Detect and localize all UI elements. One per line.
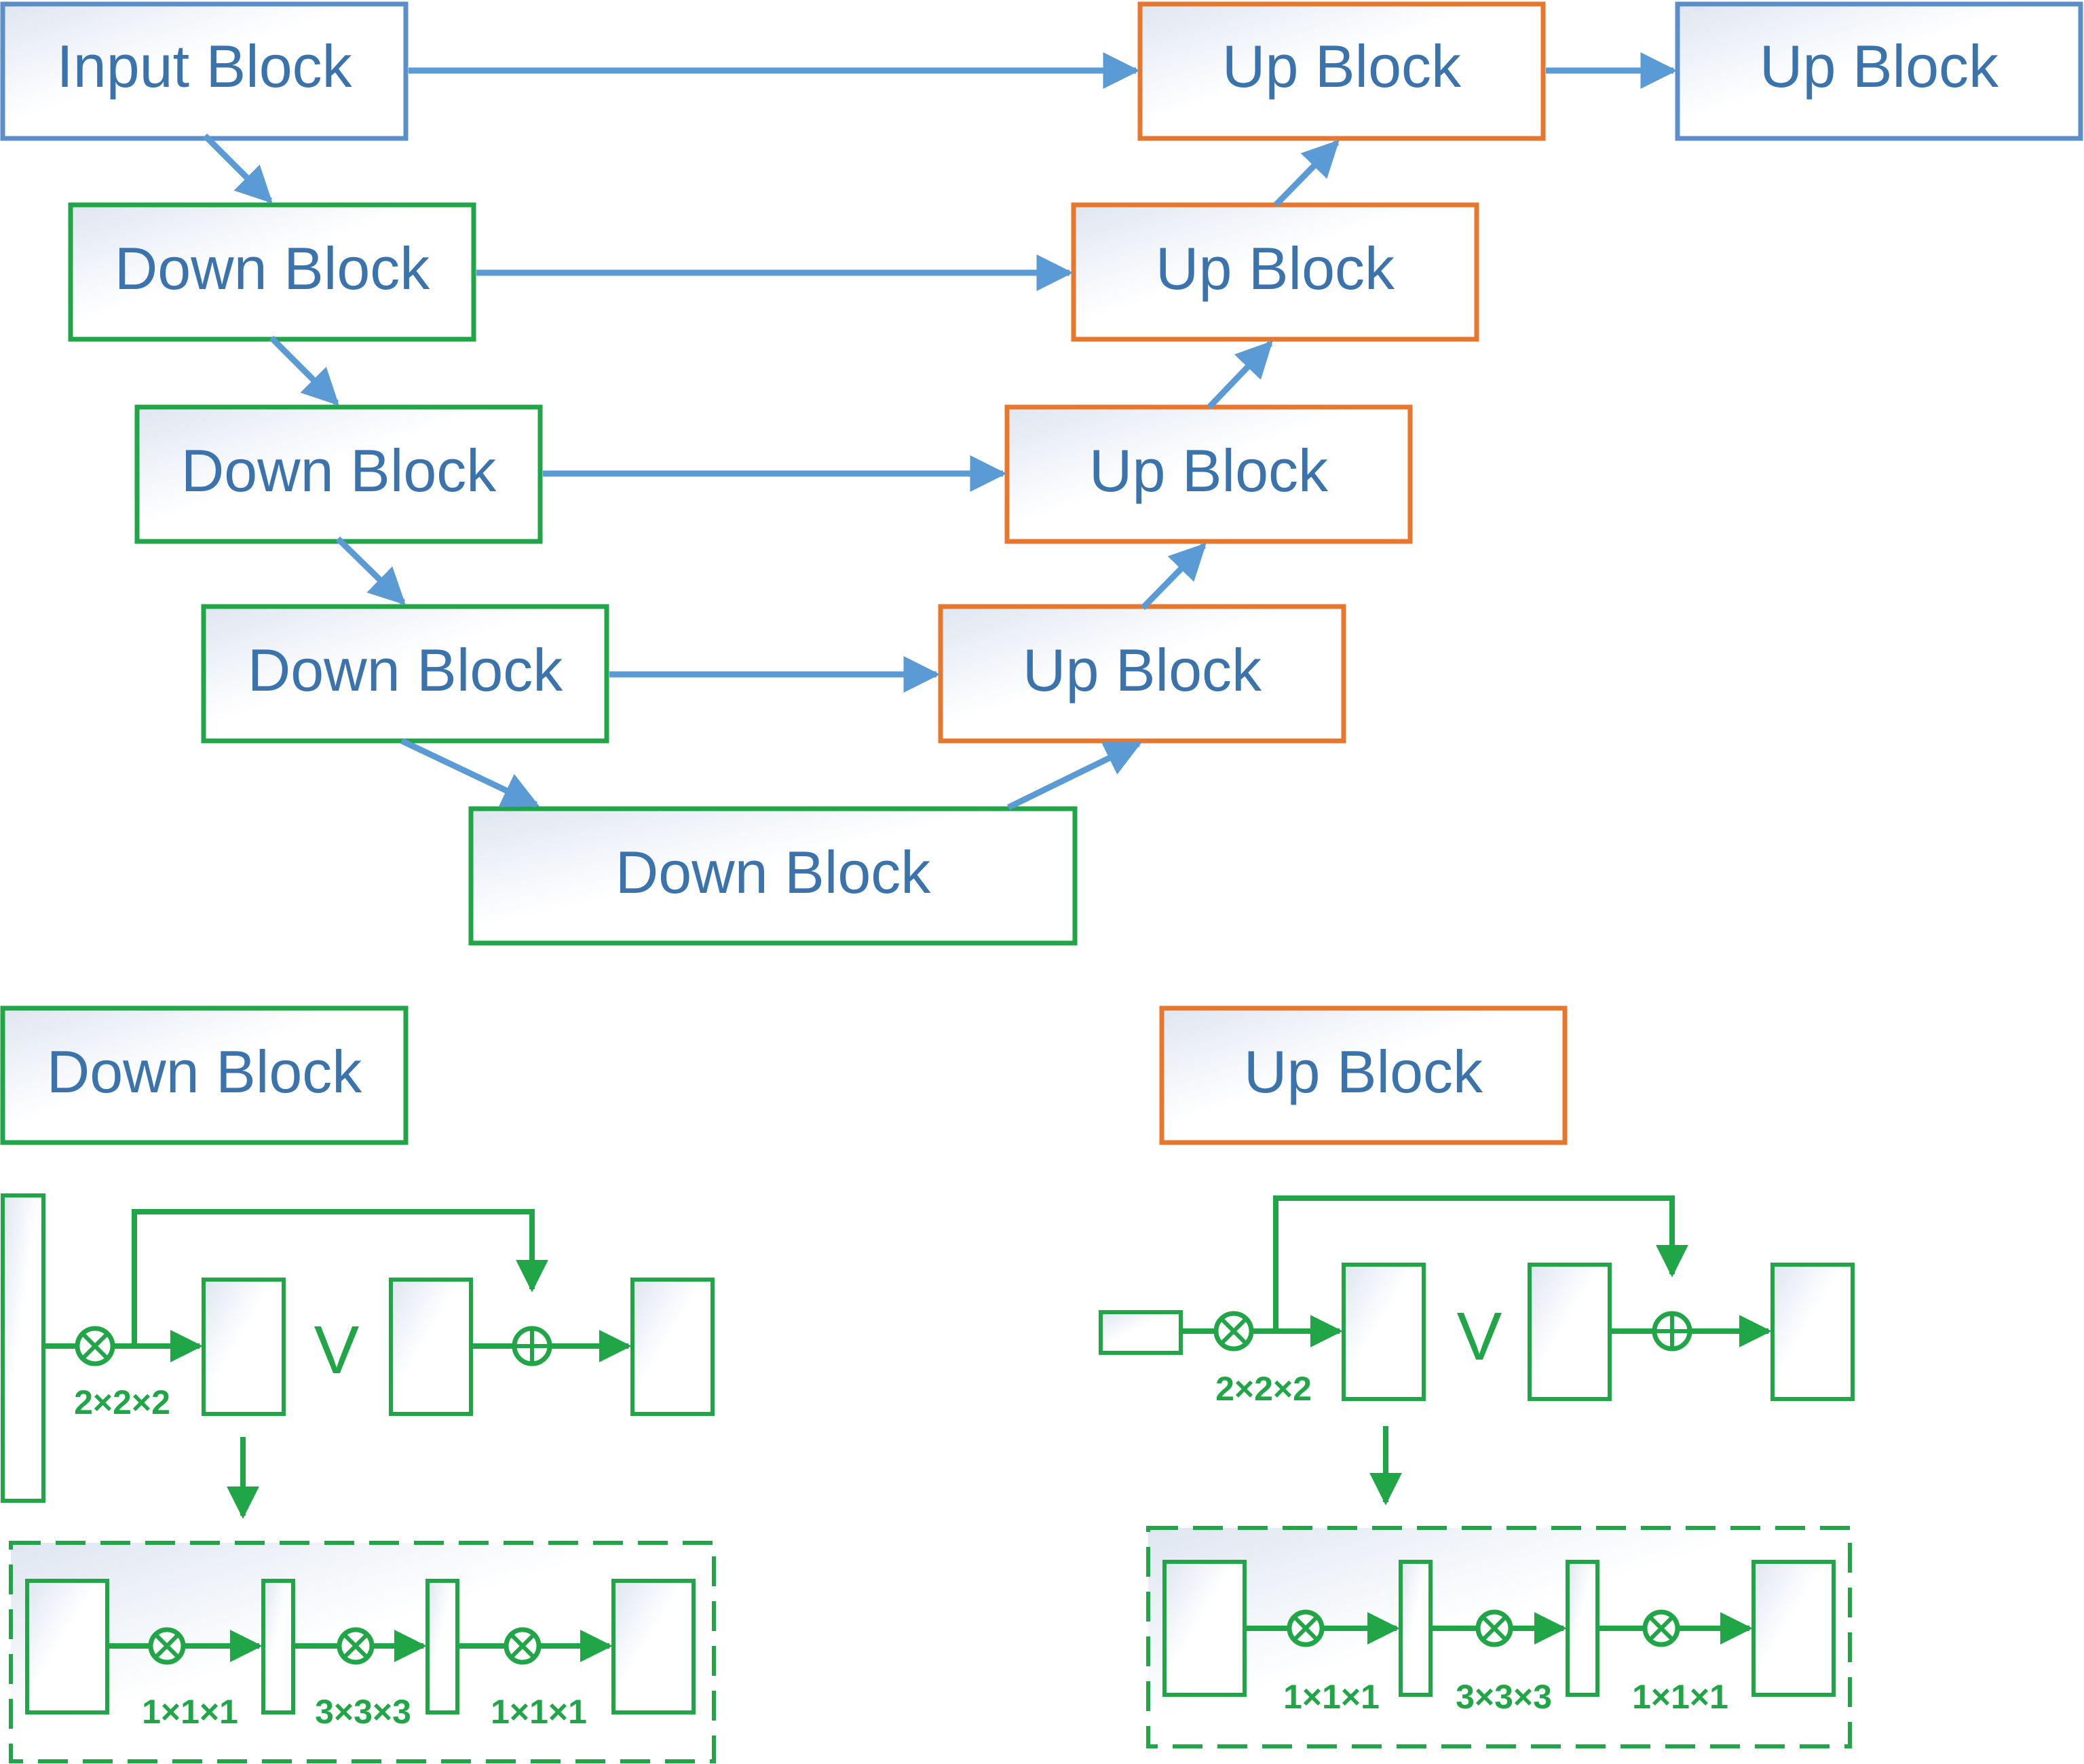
up-bn-feature-3: [1566, 1560, 1599, 1697]
down-residual-line: [132, 1209, 548, 1346]
up-v-symbol: V: [1457, 1299, 1502, 1375]
input-block-label: Input Block: [56, 33, 352, 100]
down-bn-label-2: 3×3×3: [315, 1693, 411, 1731]
down-bn-feature-2: [261, 1579, 295, 1714]
up-bn-multiply-cross-3: [1648, 1615, 1675, 1642]
down-bn-feature-1: [25, 1579, 109, 1714]
up-bn-label-2: 3×3×3: [1456, 1678, 1552, 1716]
down-detail-title-box: [0, 1005, 409, 1145]
down-input-feature: [1, 1193, 45, 1503]
up-bn-feature-1: [1162, 1560, 1247, 1697]
up-detail-title-box: [1159, 1005, 1568, 1145]
down-detail-title: Down Block: [47, 1038, 363, 1105]
output-block-label: Up Block: [1760, 33, 1999, 100]
up-multiply-cross: [1219, 1317, 1248, 1345]
up-feature-a: [1342, 1263, 1426, 1401]
down-arrow-4: [400, 737, 539, 808]
output-block-box: [1675, 1, 2083, 141]
up-block-2-box: [1071, 202, 1479, 342]
down-bn-multiply-cross-3: [509, 1632, 536, 1660]
up-bn-label-1: 1×1×1: [1283, 1678, 1380, 1716]
down-block-2-label: Down Block: [181, 437, 497, 504]
up-block-1-box: [1137, 1, 1546, 141]
up-block-2-label: Up Block: [1156, 235, 1395, 302]
up-conv-label: 2×2×2: [1215, 1370, 1312, 1408]
up-detail-title: Up Block: [1244, 1038, 1483, 1105]
up-bn-feature-4: [1751, 1560, 1836, 1697]
down-block-3-box: [201, 604, 609, 744]
down-v-symbol: V: [314, 1312, 360, 1388]
down-arrow-3: [335, 536, 406, 605]
up-bn-multiply-cross-2: [1481, 1615, 1508, 1642]
up-block-1-label: Up Block: [1222, 33, 1462, 100]
down-feature-a: [202, 1278, 286, 1416]
down-multiply-cross: [81, 1332, 109, 1360]
up-bn-multiply-cross-1: [1292, 1615, 1319, 1642]
up-arrow-1: [1273, 140, 1340, 208]
down-arrow-1: [202, 133, 273, 204]
down-bn-feature-3: [425, 1579, 459, 1714]
up-arrow-2: [1207, 341, 1273, 410]
down-bn-multiply-cross-2: [342, 1632, 369, 1660]
up-bn-label-3: 1×1×1: [1632, 1678, 1728, 1716]
down-block-4-label: Down Block: [615, 839, 932, 906]
top-blocks: Input Block Down Block Down Block Down B…: [0, 1, 2083, 946]
down-bn-feature-4: [611, 1579, 696, 1714]
down-block-3-label: Down Block: [248, 636, 564, 704]
up-add-cross: [1654, 1314, 1690, 1349]
up-residual-line: [1273, 1195, 1688, 1331]
up-block-3-label: Up Block: [1089, 437, 1329, 504]
up-arrow-4: [1007, 740, 1142, 811]
up-output-feature: [1770, 1263, 1855, 1401]
down-add-cross: [514, 1328, 550, 1364]
down-bn-label-3: 1×1×1: [491, 1693, 587, 1731]
down-block-detail: Down Block V 2×2×2: [0, 1005, 716, 1763]
up-block-3-box: [1004, 404, 1413, 544]
down-block-1-label: Down Block: [115, 235, 431, 302]
up-block-4-label: Up Block: [1023, 636, 1262, 704]
up-bn-feature-2: [1399, 1560, 1433, 1697]
input-block-box: [0, 1, 409, 141]
down-feature-b: [389, 1278, 473, 1416]
up-arrow-3: [1140, 543, 1207, 611]
down-block-1-box: [68, 202, 476, 342]
down-bn-multiply-cross-1: [153, 1632, 181, 1660]
down-arrow-2: [269, 335, 339, 406]
down-output-feature: [630, 1278, 715, 1416]
up-input-feature: [1099, 1310, 1183, 1355]
up-block-detail: Up Block V 2×2×2: [1099, 1005, 1855, 1748]
up-feature-b: [1528, 1263, 1612, 1401]
top-arrows: [202, 52, 1678, 811]
down-bn-label-1: 1×1×1: [142, 1693, 238, 1731]
down-conv-label: 2×2×2: [74, 1383, 170, 1421]
down-block-4-box: [468, 806, 1078, 946]
up-block-4-box: [938, 604, 1346, 744]
